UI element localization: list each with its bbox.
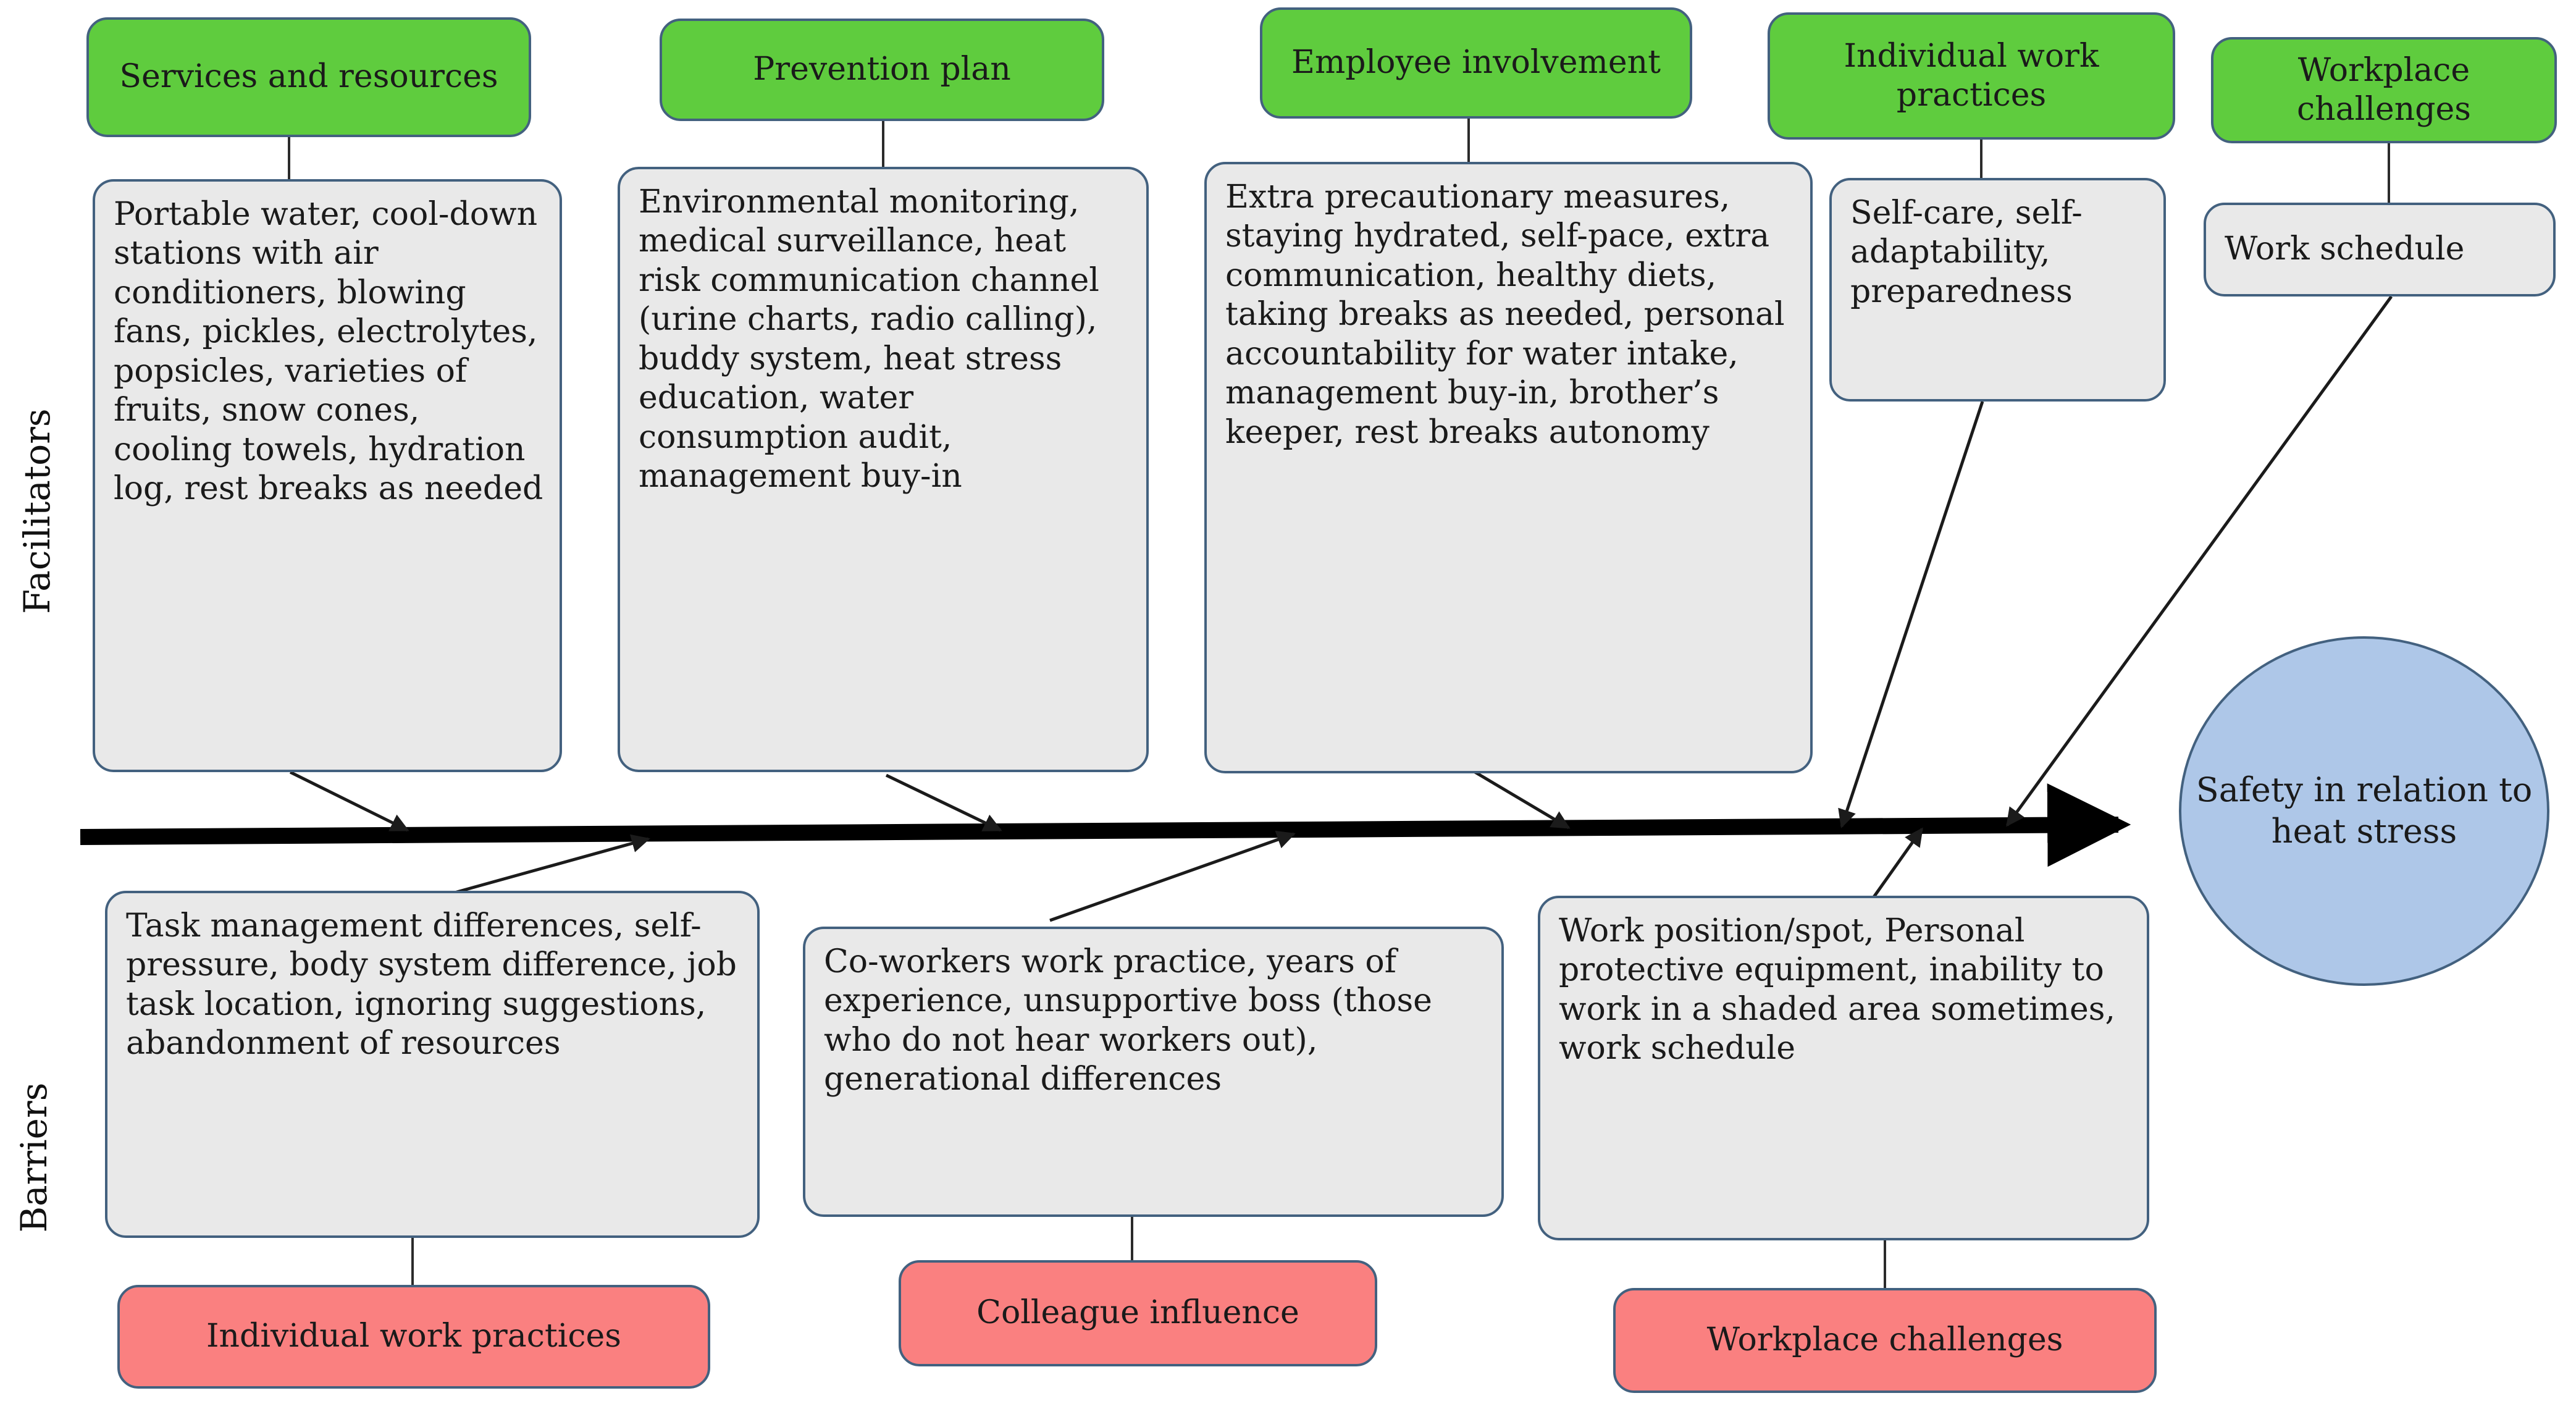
barrier-detail-colleague-influence: Co-workers work practice, years of exper… [803,927,1504,1217]
facilitator-category-label: Prevention plan [753,51,1011,88]
facilitator-detail-prevention-plan: Environmental monitoring, medical survei… [618,167,1149,772]
facilitator-category-label: Employee involvement [1291,44,1661,82]
detail-text: Extra precautionary measures, staying hy… [1225,179,1785,451]
facilitator-category-workplace-challenges[interactable]: Workplace challenges [2211,37,2557,143]
barrier-detail-workplace-challenges: Work position/spot, Personal protective … [1538,896,2149,1240]
barrier-category-individual-work-practices[interactable]: Individual work practices [117,1285,710,1389]
barrier-detail-individual-work-practices: Task management differences, self-pressu… [105,891,760,1238]
effect-node-safety-in-relation-to-heat-stress: Safety in relation to heat stress [2179,636,2549,986]
facilitator-category-prevention-plan[interactable]: Prevention plan [660,19,1104,121]
detail-text: Environmental monitoring, medical survei… [639,183,1099,495]
facilitator-detail-services-and-resources: Portable water, cool-down stations with … [93,179,562,772]
facilitator-detail-individual-work-practices: Self-care, self-adaptability, preparedne… [1829,178,2166,402]
facilitator-detail-work-schedule: Work schedule [2204,203,2556,297]
barrier-category-label: Workplace challenges [1706,1321,2063,1359]
facilitator-category-label: Services and resources [119,58,498,96]
facilitator-category-label: Individual work practices [1844,37,2099,114]
detail-text: Work schedule [2225,230,2465,268]
side-label-barriers: Barriers [13,1082,55,1233]
detail-text: Co-workers work practice, years of exper… [824,943,1432,1098]
barrier-category-colleague-influence[interactable]: Colleague influence [899,1260,1377,1366]
facilitator-category-employee-involvement[interactable]: Employee involvement [1260,7,1692,119]
side-label-facilitators: Facilitators [16,408,58,614]
detail-text: Work position/spot, Personal protective … [1559,912,2116,1067]
facilitator-category-services-and-resources[interactable]: Services and resources [86,17,531,137]
detail-text: Self-care, self-adaptability, preparedne… [1850,195,2083,310]
effect-label: Safety in relation to heat stress [2196,770,2533,851]
facilitator-detail-employee-involvement: Extra precautionary measures, staying hy… [1204,162,1813,773]
detail-text: Task management differences, self-pressu… [126,907,737,1062]
facilitator-category-individual-work-practices[interactable]: Individual work practices [1768,12,2175,140]
detail-text: Portable water, cool-down stations with … [114,196,543,508]
facilitator-category-label: Workplace challenges [2297,51,2471,128]
barrier-category-workplace-challenges[interactable]: Workplace challenges [1613,1288,2157,1393]
barrier-category-label: Individual work practices [206,1318,621,1355]
barrier-category-label: Colleague influence [976,1294,1299,1332]
